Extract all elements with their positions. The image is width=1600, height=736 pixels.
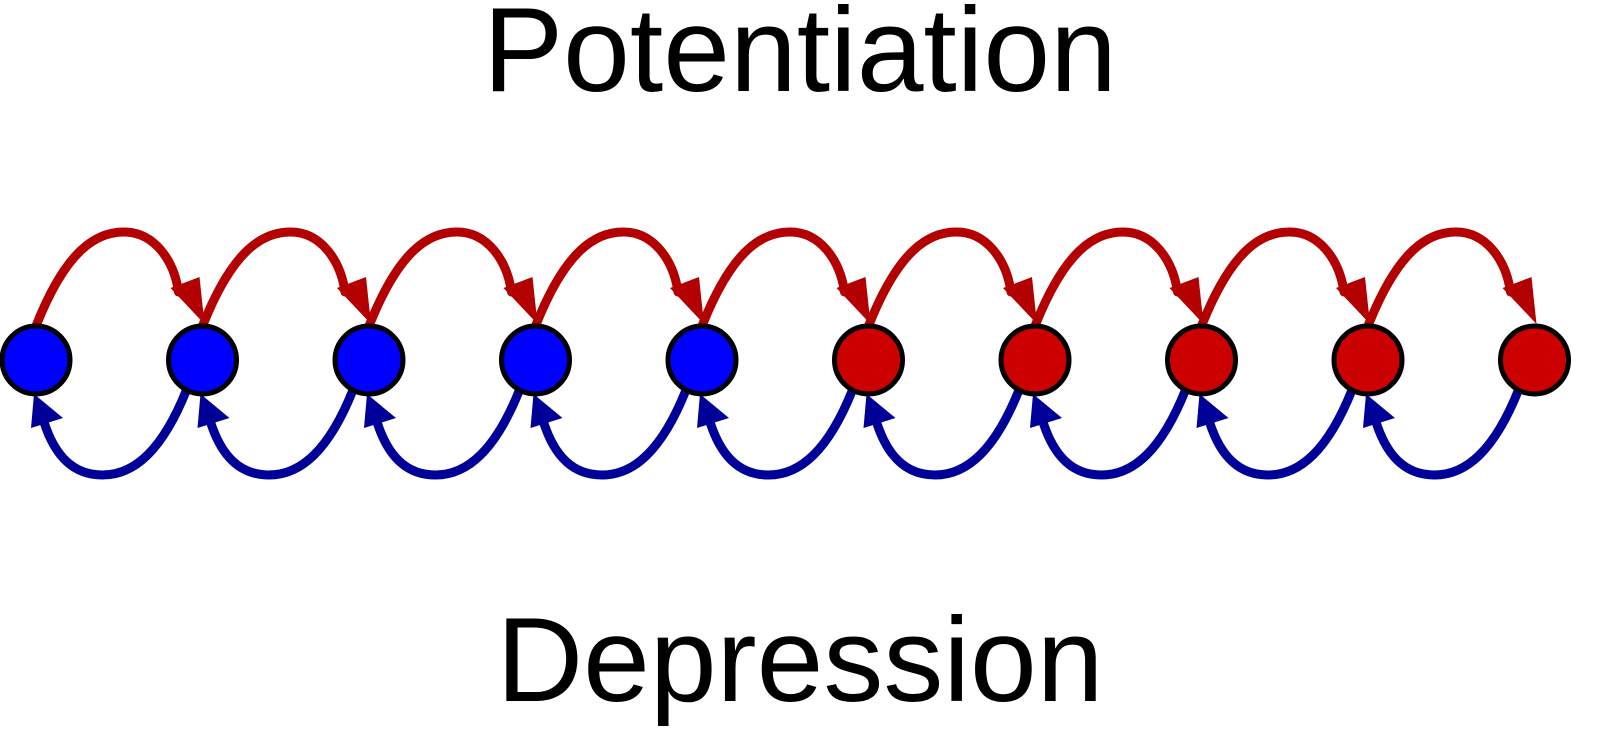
potentiation-arrow [531,227,704,331]
depression-arrow [1363,385,1523,480]
potentiation-label: Potentiation [483,0,1117,117]
potentiation-arrow [697,227,871,331]
depression-arrow [197,385,358,480]
depressed-state-node [665,323,739,397]
transition-arrows [31,227,1537,480]
depression-label: Depression [496,593,1104,727]
potentiation-arrow [1363,227,1537,331]
depression-arrow [364,385,524,480]
depression-arrow [31,385,191,480]
depression-arrow [697,385,857,480]
depression-arrow [1030,385,1190,480]
potentiation-arrow [864,227,1037,331]
depressed-state-node [0,323,73,397]
potentiation-arrow [31,227,205,331]
potentiated-state-node [1498,323,1571,397]
potentiated-state-node [1331,323,1405,397]
potentiated-state-node [832,323,905,397]
potentiation-arrow [1197,227,1370,331]
potentiated-state-node [998,323,1072,397]
potentiation-arrow [198,227,371,331]
potentiated-state-node [1165,323,1238,397]
state-nodes [0,323,1571,397]
depression-arrow [530,385,691,480]
depressed-state-node [166,323,239,397]
potentiation-arrow [364,227,538,331]
depressed-state-node [499,323,572,397]
potentiation-arrow [1030,227,1204,331]
depression-arrow [863,385,1024,480]
depressed-state-node [332,323,406,397]
depression-arrow [1196,385,1357,480]
